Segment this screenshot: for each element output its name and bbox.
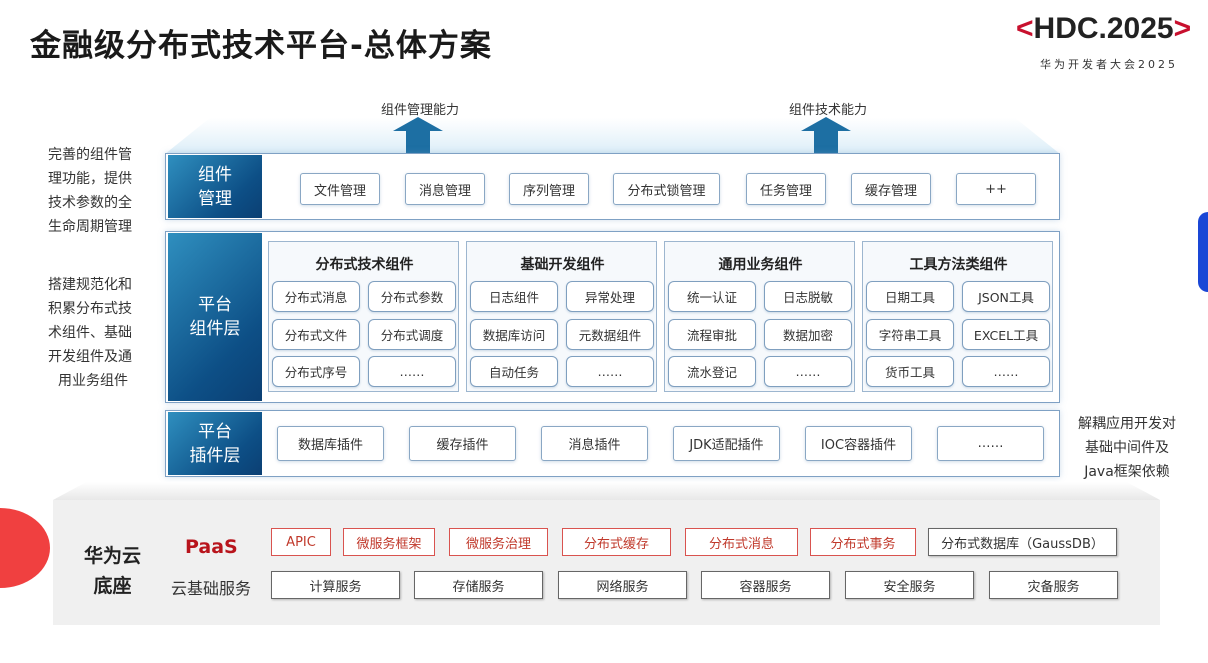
huawei-cloud-base xyxy=(53,500,1160,625)
component-item[interactable]: JSON工具 xyxy=(962,281,1050,312)
component-item[interactable]: …… xyxy=(566,356,654,387)
component-item[interactable]: …… xyxy=(764,356,852,387)
layer-label-plugins: 平台插件层 xyxy=(168,412,262,475)
component-item[interactable]: 货币工具 xyxy=(866,356,954,387)
component-item[interactable]: 数据库访问 xyxy=(470,318,558,350)
mgmt-item[interactable]: 序列管理 xyxy=(509,173,589,205)
component-item[interactable]: 日志脱敏 xyxy=(764,281,852,312)
component-item[interactable]: 自动任务 xyxy=(470,356,558,387)
plugin-item[interactable]: JDK适配插件 xyxy=(673,426,780,461)
component-item[interactable]: …… xyxy=(962,356,1050,387)
group-title: 基础开发组件 xyxy=(520,257,605,273)
paas-service[interactable]: APIC xyxy=(271,528,331,556)
component-item[interactable]: 数据加密 xyxy=(764,318,852,350)
infra-service[interactable]: 网络服务 xyxy=(558,571,687,599)
paas-service[interactable]: 分布式事务 xyxy=(810,528,916,556)
paas-service[interactable]: 微服务治理 xyxy=(449,528,548,556)
side-note-comp: 搭建规范化和积累分布式技术组件、基础开发组件及通用业务组件 xyxy=(48,277,132,389)
paas-service[interactable]: 分布式消息 xyxy=(685,528,798,556)
up-arrow-icon xyxy=(393,117,443,153)
component-item[interactable]: 分布式调度 xyxy=(368,318,456,350)
infra-service[interactable]: 存储服务 xyxy=(414,571,543,599)
infra-service[interactable]: 安全服务 xyxy=(845,571,974,599)
base-label: 华为云底座 xyxy=(84,545,142,597)
component-item[interactable]: 分布式序号 xyxy=(272,356,360,387)
hdc-logo: <HDC.2025> xyxy=(1016,12,1192,45)
component-item[interactable]: …… xyxy=(368,356,456,387)
component-item[interactable]: 字符串工具 xyxy=(866,318,954,350)
side-note-mgmt: 完善的组件管理功能，提供技术参数的全生命周期管理 xyxy=(48,147,132,235)
plugin-item[interactable]: …… xyxy=(937,426,1044,461)
mgmt-item[interactable]: 消息管理 xyxy=(405,173,485,205)
glow-top xyxy=(165,118,1060,154)
component-item[interactable]: EXCEL工具 xyxy=(962,318,1050,350)
infra-service[interactable]: 容器服务 xyxy=(701,571,830,599)
component-item[interactable]: 流程审批 xyxy=(668,318,756,350)
paas-service[interactable]: 微服务框架 xyxy=(343,528,435,556)
component-item[interactable]: 统一认证 xyxy=(668,281,756,312)
component-item[interactable]: 分布式消息 xyxy=(272,281,360,312)
layer-label-components: 平台组件层 xyxy=(168,233,262,401)
plugin-item[interactable]: 缓存插件 xyxy=(409,426,516,461)
paas-label: PaaS xyxy=(185,536,238,558)
up-arrow-icon xyxy=(801,117,851,153)
logo-subtitle: 华为开发者大会2025 xyxy=(1040,58,1178,71)
red-circle-decoration xyxy=(0,508,50,588)
mgmt-item[interactable]: ++ xyxy=(956,173,1036,205)
blue-circle-decoration xyxy=(1198,212,1208,292)
arrow-label-mgmt: 组件管理能力 xyxy=(380,103,460,118)
mgmt-item[interactable]: 缓存管理 xyxy=(851,173,931,205)
group-title: 工具方法类组件 xyxy=(909,257,1008,273)
plugin-item[interactable]: 数据库插件 xyxy=(277,426,384,461)
component-item[interactable]: 元数据组件 xyxy=(566,318,654,350)
arrow-label-tech: 组件技术能力 xyxy=(788,103,868,118)
layer-label-management: 组件管理 xyxy=(168,155,262,218)
component-item[interactable]: 日期工具 xyxy=(866,281,954,312)
group-title: 通用业务组件 xyxy=(718,257,803,273)
plugin-item[interactable]: IOC容器插件 xyxy=(805,426,912,461)
base-top-bevel xyxy=(53,482,1160,500)
paas-service[interactable]: 分布式缓存 xyxy=(562,528,671,556)
component-item[interactable]: 异常处理 xyxy=(566,281,654,312)
component-item[interactable]: 日志组件 xyxy=(470,281,558,312)
infra-label: 云基础服务 xyxy=(171,579,252,598)
infra-service[interactable]: 灾备服务 xyxy=(989,571,1118,599)
paas-service[interactable]: 分布式数据库（GaussDB） xyxy=(928,528,1117,556)
group-title: 分布式技术组件 xyxy=(315,257,414,273)
page-title: 金融级分布式技术平台-总体方案 xyxy=(30,28,492,64)
plugin-item[interactable]: 消息插件 xyxy=(541,426,648,461)
mgmt-item[interactable]: 分布式锁管理 xyxy=(613,173,720,205)
infra-service[interactable]: 计算服务 xyxy=(271,571,400,599)
component-item[interactable]: 分布式文件 xyxy=(272,318,360,350)
mgmt-item[interactable]: 任务管理 xyxy=(746,173,826,205)
component-item[interactable]: 流水登记 xyxy=(668,356,756,387)
mgmt-item[interactable]: 文件管理 xyxy=(300,173,380,205)
component-item[interactable]: 分布式参数 xyxy=(368,281,456,312)
